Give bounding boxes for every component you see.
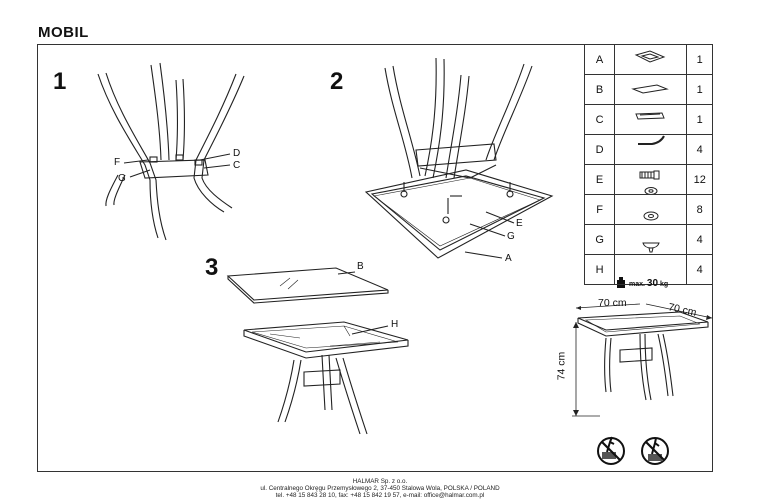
callout-step2-e: E: [516, 218, 523, 229]
part-qty: 8: [686, 194, 713, 225]
parts-row: D 4: [583, 134, 713, 165]
part-letter: C: [583, 104, 616, 135]
dimension-width-a: 70 cm: [598, 297, 627, 309]
part-letter: F: [583, 194, 616, 225]
part-image-cell: [614, 44, 688, 75]
part-image-cell: [614, 104, 688, 135]
callout-step1-g: G: [118, 173, 126, 184]
product-title: MOBIL: [38, 24, 89, 41]
part-qty: 1: [686, 104, 713, 135]
callout-step2-a: A: [505, 253, 512, 264]
parts-row: F 8: [583, 194, 713, 225]
callout-step2-g: G: [507, 231, 515, 242]
part-image-cell: [614, 164, 688, 195]
callout-step1-f: F: [114, 157, 121, 168]
step2-drawing: [364, 57, 554, 259]
step-number-3: 3: [205, 254, 219, 281]
part-letter: B: [583, 74, 616, 105]
instruction-frame: [37, 44, 713, 472]
callout-step3-b: B: [357, 261, 364, 272]
parts-row: H 4: [583, 254, 713, 285]
part-qty: 1: [686, 44, 713, 75]
step3-drawing: [226, 267, 409, 435]
dimension-height: 74 cm: [555, 351, 568, 381]
part-image-cell: [614, 224, 688, 255]
part-letter: D: [583, 134, 616, 165]
part-letter: G: [583, 224, 616, 255]
part-letter: A: [583, 44, 616, 75]
footer-address: ul. Centralnego Okręgu Przemysłowego 2, …: [260, 485, 500, 492]
max-load-unit: kg: [660, 281, 669, 288]
dimension-drawing: [572, 303, 713, 417]
part-letter: E: [583, 164, 616, 195]
no-standing-icon: [597, 436, 625, 465]
part-image-cell: [614, 134, 688, 165]
parts-row: B 1: [583, 74, 713, 105]
part-qty: 12: [686, 164, 713, 195]
part-letter: H: [583, 254, 616, 285]
parts-table: A 1 B 1 C 1 D 4 E 12 F 8 G 4 H 4: [583, 44, 713, 285]
parts-row: A 1: [583, 44, 713, 75]
footer-company: HALMAR Sp. z o.o.: [352, 478, 408, 485]
callout-step1-c: C: [233, 160, 241, 171]
part-qty: 4: [686, 224, 713, 255]
part-image-cell: [614, 194, 688, 225]
part-qty: 4: [686, 254, 713, 285]
callout-step3-h: H: [391, 319, 399, 330]
footer-contact: tel. +48 15 843 28 10, fax: +48 15 842 1…: [275, 492, 485, 499]
max-load-prefix: max.: [629, 281, 645, 288]
part-qty: 4: [686, 134, 713, 165]
callout-step1-d: D: [233, 148, 241, 159]
step-number-1: 1: [53, 68, 67, 95]
parts-row: E 12: [583, 164, 713, 195]
no-sitting-icon: [641, 437, 669, 465]
parts-row: C 1: [583, 104, 713, 135]
max-load-value: 30: [646, 278, 659, 289]
parts-row: G 4: [583, 224, 713, 255]
part-qty: 1: [686, 74, 713, 105]
part-image-cell: [614, 254, 688, 285]
max-load-label: max. 30 kg: [629, 278, 668, 289]
step-number-2: 2: [330, 68, 344, 95]
part-image-cell: [614, 74, 688, 105]
step1-drawing: [97, 62, 245, 241]
